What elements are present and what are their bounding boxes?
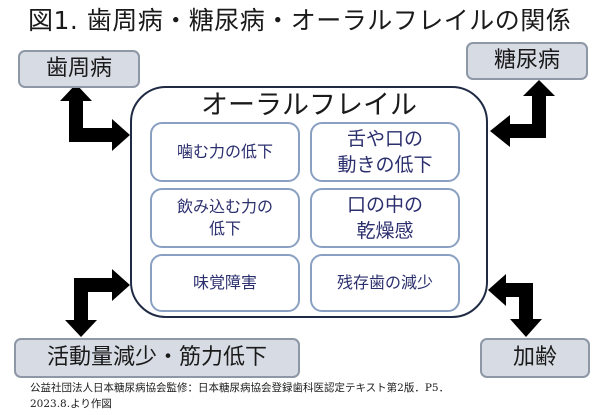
figure-title: 図1. 歯周病・糖尿病・オーラルフレイルの関係 — [28, 6, 572, 35]
card-dry-mouth: 口の中の 乾燥感 — [310, 188, 460, 248]
arrow-top-left — [60, 84, 130, 151]
card-line: 飲み込む力の — [176, 197, 273, 216]
source-line: 2023.8.より作図 — [30, 398, 112, 410]
card-line: 動きの低下 — [337, 154, 433, 176]
source-line: 公益社団法人日本糖尿病協会監修：日本糖尿病協会登録歯科医認定テキスト第2版．P5… — [30, 382, 450, 394]
arrow-bottom-left — [65, 269, 130, 337]
arrow-bottom-right — [488, 274, 542, 337]
box-periodontal-disease: 歯周病 — [18, 50, 140, 88]
card-line: 残存歯の減少 — [336, 273, 433, 292]
card-taste-disorder: 味覚障害 — [150, 254, 300, 312]
oral-frailty-label: オーラルフレイル — [201, 90, 417, 121]
arrow-top-right — [490, 80, 555, 147]
card-line: 味覚障害 — [192, 273, 257, 292]
card-tongue-mouth-movement: 舌や口の 動きの低下 — [310, 122, 460, 182]
box-reduced-activity-muscle-weakness: 活動量減少・筋力低下 — [14, 338, 300, 378]
box-aging: 加齢 — [480, 338, 590, 378]
card-line: 舌や口の — [346, 128, 423, 150]
source-citation: 公益社団法人日本糖尿病協会監修：日本糖尿病協会登録歯科医認定テキスト第2版．P5… — [30, 380, 590, 412]
card-line: 低下 — [208, 219, 241, 238]
card-chewing-weakness: 噛む力の低下 — [150, 122, 300, 182]
card-remaining-teeth-decrease: 残存歯の減少 — [310, 254, 460, 312]
card-line: 口の中の — [346, 194, 423, 216]
card-line: 噛む力の低下 — [176, 142, 273, 161]
card-line: 乾燥感 — [356, 220, 414, 242]
box-diabetes: 糖尿病 — [466, 42, 588, 80]
card-swallowing-weakness: 飲み込む力の 低下 — [150, 188, 300, 248]
